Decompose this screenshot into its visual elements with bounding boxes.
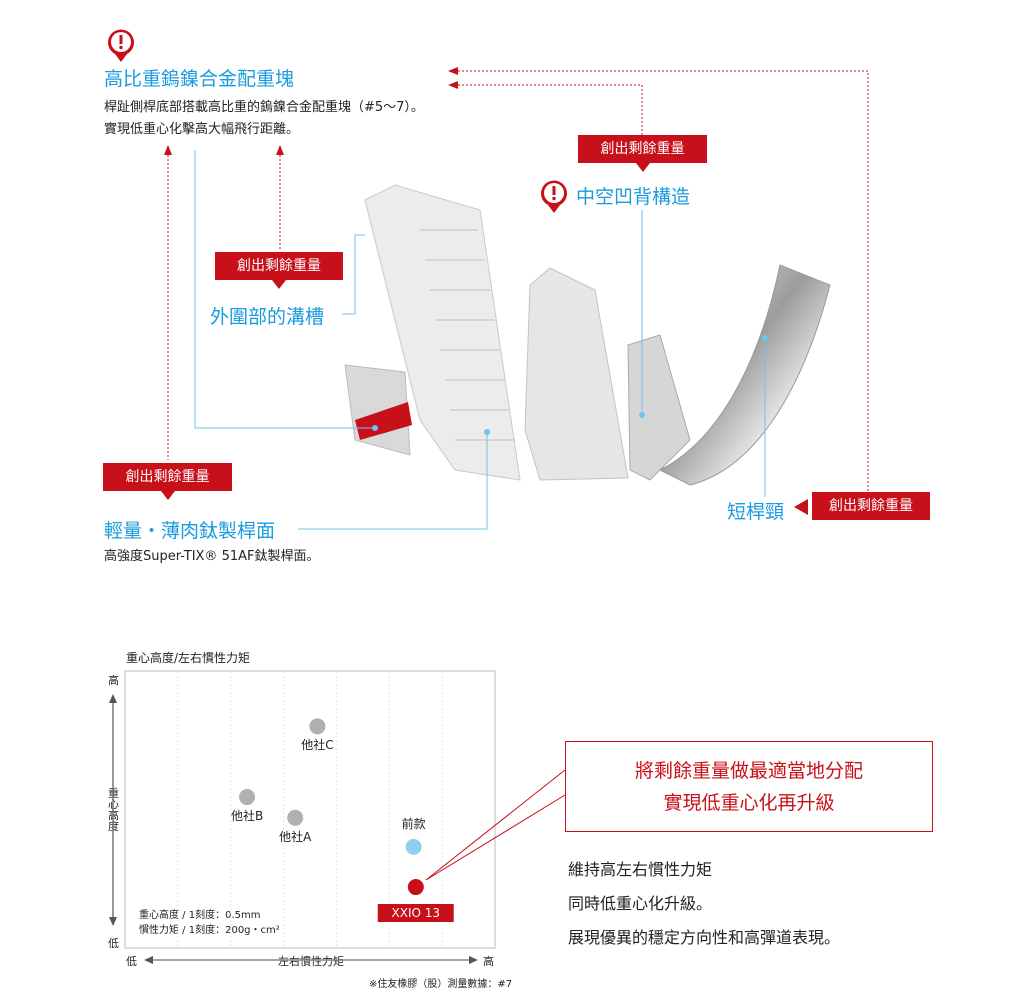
- hosel-weight-tag: 創出剩餘重量: [812, 492, 930, 520]
- x-low-label: 低: [126, 955, 137, 968]
- callout-line: 實現低重心化再升級: [663, 792, 835, 814]
- scale-notes: 重心高度 / 1刻度：0.5mm 慣性力矩 / 1刻度：200g・cm²: [139, 908, 280, 938]
- callout-line: 將剩餘重量做最適當地分配: [634, 760, 863, 782]
- plot-frame: [124, 670, 496, 949]
- y-arrow-down: [109, 917, 117, 926]
- data-point: [287, 809, 304, 826]
- point-label: XXIO 13: [377, 904, 455, 923]
- diagram-connectors: [164, 67, 869, 530]
- data-point: [309, 718, 326, 735]
- summary-line: 展現優異的穩定方向性和高彈道表現。: [568, 928, 841, 947]
- x-arrow-right: [469, 956, 478, 964]
- y-arrow-up: [109, 694, 117, 703]
- data-point: [405, 838, 422, 855]
- face-title: 輕量・薄肉鈦製桿面: [104, 520, 276, 542]
- desc-line: 桿趾側桿底部搭載高比重的鎢鎳合金配重塊（#5～7）。: [104, 100, 424, 115]
- x-axis-label: 左右慣性力矩: [278, 955, 344, 968]
- point-label: 他社C: [301, 738, 334, 753]
- point-label: 他社B: [230, 809, 264, 824]
- scale-note: 重心高度 / 1刻度：0.5mm: [139, 910, 261, 921]
- desc-line: 實現低重心化擊高大幅飛行距離。: [104, 122, 300, 137]
- scale-note: 慣性力矩 / 1刻度：200g・cm²: [139, 925, 280, 936]
- callout-box: 將剩餘重量做最適當地分配 實現低重心化再升級: [565, 741, 933, 832]
- tungsten-weight-desc: 桿趾側桿底部搭載高比重的鎢鎳合金配重塊（#5～7）。 實現低重心化擊高大幅飛行距…: [104, 97, 424, 141]
- hollow-back-title: 中空凹背構造: [576, 186, 691, 208]
- tungsten-weight-title: 高比重鎢鎳合金配重塊: [104, 68, 295, 90]
- short-hosel-title: 短桿頸: [727, 501, 785, 523]
- callout-leader: [425, 794, 566, 881]
- hollow-weight-tag: 創出剩餘重量: [578, 135, 707, 172]
- data-point: [239, 789, 256, 806]
- alert-pin-icon: [106, 27, 136, 63]
- chart-title: 重心高度/左右慣性力矩: [126, 651, 251, 665]
- face-weight-tag: 創出剩餘重量: [103, 463, 232, 500]
- summary-line: 同時低重心化升級。: [568, 894, 713, 913]
- data-point: [407, 879, 424, 896]
- groove-weight-tag: 創出剩餘重量: [215, 252, 343, 289]
- y-low-label: 低: [108, 937, 119, 950]
- callout-leader: [425, 769, 566, 881]
- summary-text: 維持高左右慣性力矩 同時低重心化升級。 展現優異的穩定方向性和高彈道表現。: [568, 853, 840, 955]
- face-desc: 高強度Super-TIX® 51AF鈦製桿面。: [104, 549, 320, 564]
- arrow-left-icon: [794, 499, 808, 515]
- point-label: 前款: [401, 816, 426, 831]
- summary-line: 維持高左右慣性力矩: [568, 860, 713, 879]
- alert-pin-icon: [539, 178, 569, 214]
- point-label: 他社A: [279, 829, 312, 844]
- x-arrow-left: [144, 956, 153, 964]
- x-high-label: 高: [483, 955, 494, 968]
- chart-source: ※住友橡膠（股）測量數據：#7: [369, 979, 513, 990]
- y-high-label: 高: [108, 674, 119, 687]
- club-head-illustration: [344, 184, 831, 486]
- groove-title: 外圍部的溝槽: [210, 306, 325, 328]
